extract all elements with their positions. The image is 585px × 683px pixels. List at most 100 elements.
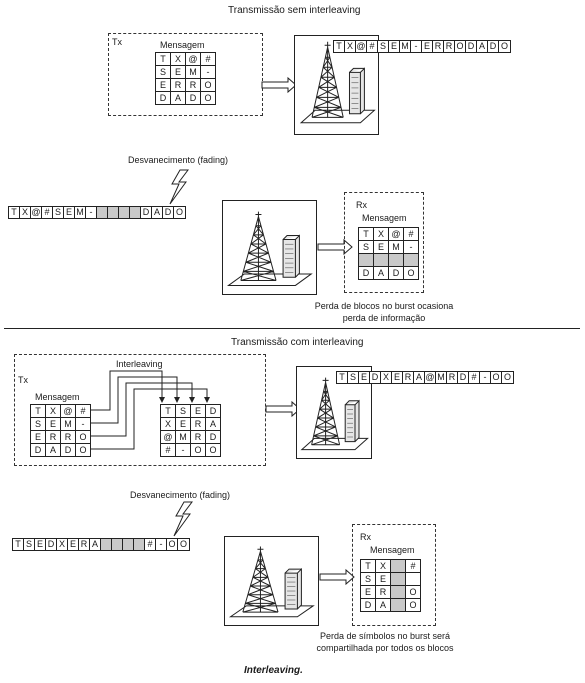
lost-symbol-cell — [101, 539, 112, 550]
grid-cell: A — [206, 418, 221, 431]
symbol-cell: T — [334, 41, 345, 52]
grid-cell: O — [404, 267, 419, 280]
symbol-cell: D — [141, 207, 152, 218]
grid-cell: T — [161, 405, 176, 418]
grid-cell: D — [361, 599, 376, 612]
grid-cell: A — [171, 92, 186, 105]
grid-cell: E — [31, 431, 46, 444]
mensagem-label: Mensagem — [35, 392, 80, 402]
symbol-cell: A — [90, 539, 101, 550]
symbol-cell: X — [381, 372, 392, 383]
lost-symbol-cell — [123, 539, 134, 550]
symbol-cell: R — [403, 372, 414, 383]
lost-grid-cell — [391, 560, 406, 573]
symbol-cell: E — [359, 372, 370, 383]
lost-symbol-cell — [119, 207, 130, 218]
grid-cell: # — [161, 444, 176, 457]
symbol-cell: # — [367, 41, 378, 52]
grid-cell: X — [171, 53, 186, 66]
grid-cell: M — [389, 241, 404, 254]
lightning-icon — [169, 169, 189, 205]
grid-cell: R — [186, 79, 201, 92]
grid-cell: D — [61, 444, 76, 457]
interleaving-connectors — [90, 370, 210, 450]
symbol-cell: # — [145, 539, 156, 550]
radio-tower-icon — [298, 40, 376, 130]
grid-cell: T — [156, 53, 171, 66]
grid-cell: T — [359, 228, 374, 241]
tx-label: Tx — [112, 37, 122, 47]
lightning-icon — [173, 501, 193, 537]
lost-symbol-cell — [112, 539, 123, 550]
symbol-cell: D — [370, 372, 381, 383]
symbol-cell: R — [79, 539, 90, 550]
loss-note-line2: perda de informação — [342, 313, 426, 323]
grid-cell: O — [191, 444, 206, 457]
grid-cell: E — [374, 241, 389, 254]
symbol-cell: O — [179, 539, 187, 549]
section-divider — [4, 328, 580, 329]
symbol-cell: O — [455, 41, 466, 52]
symbol-cell: D — [163, 207, 174, 218]
grid-cell: D — [206, 405, 221, 418]
symbol-cell: # — [469, 372, 480, 383]
lost-grid-cell — [389, 254, 404, 267]
grid-cell: O — [76, 431, 91, 444]
symbol-cell: @ — [425, 372, 436, 383]
grid-cell: O — [406, 586, 421, 599]
symbol-cell: R — [444, 41, 455, 52]
grid-cell: @ — [186, 53, 201, 66]
grid-cell: S — [156, 66, 171, 79]
grid-cell: A — [376, 599, 391, 612]
grid-cell: X — [46, 405, 61, 418]
symbol-cell: O — [491, 372, 502, 383]
grid-cell: R — [191, 431, 206, 444]
grid-cell: S — [361, 573, 376, 586]
grid-cell: D — [389, 267, 404, 280]
symbol-cell: E — [64, 207, 75, 218]
lost-symbol-cell — [130, 207, 141, 218]
grid-cell: # — [404, 228, 419, 241]
radio-tower-icon — [299, 376, 369, 456]
symbol-cell: - — [156, 539, 167, 550]
symbol-cell: O — [500, 41, 508, 51]
grid-cell: @ — [61, 405, 76, 418]
mensagem-label: Mensagem — [362, 213, 407, 223]
grid-cell: S — [31, 418, 46, 431]
grid-cell: D — [186, 92, 201, 105]
grid-cell: D — [31, 444, 46, 457]
lost-grid-cell — [391, 599, 406, 612]
symbol-cell: X — [20, 207, 31, 218]
lost-grid-cell — [374, 254, 389, 267]
arrow-icon — [261, 76, 297, 94]
grid-cell: O — [406, 599, 421, 612]
lost-grid-cell — [359, 254, 374, 267]
tx-box — [108, 33, 263, 116]
grid-cell: E — [361, 586, 376, 599]
grid-cell: E — [46, 418, 61, 431]
symbol-cell: M — [75, 207, 86, 218]
symbol-cell: O — [503, 372, 511, 382]
grid-cell: - — [76, 418, 91, 431]
tx-label: Tx — [18, 375, 28, 385]
radio-tower-icon — [225, 210, 313, 292]
rx-box — [344, 192, 424, 293]
grid-cell: O — [206, 444, 221, 457]
grid-cell: X — [374, 228, 389, 241]
grid-cell: # — [201, 53, 216, 66]
loss-note: Perda de símbolos no burst será comparti… — [300, 630, 470, 654]
grid-cell: A — [46, 444, 61, 457]
grid-cell: R — [171, 79, 186, 92]
symbol-cell: S — [378, 41, 389, 52]
loss-note-line1: Perda de símbolos no burst será — [319, 631, 451, 641]
symbol-cell: @ — [31, 207, 42, 218]
grid-cell: O — [201, 92, 216, 105]
grid-cell: R — [61, 431, 76, 444]
